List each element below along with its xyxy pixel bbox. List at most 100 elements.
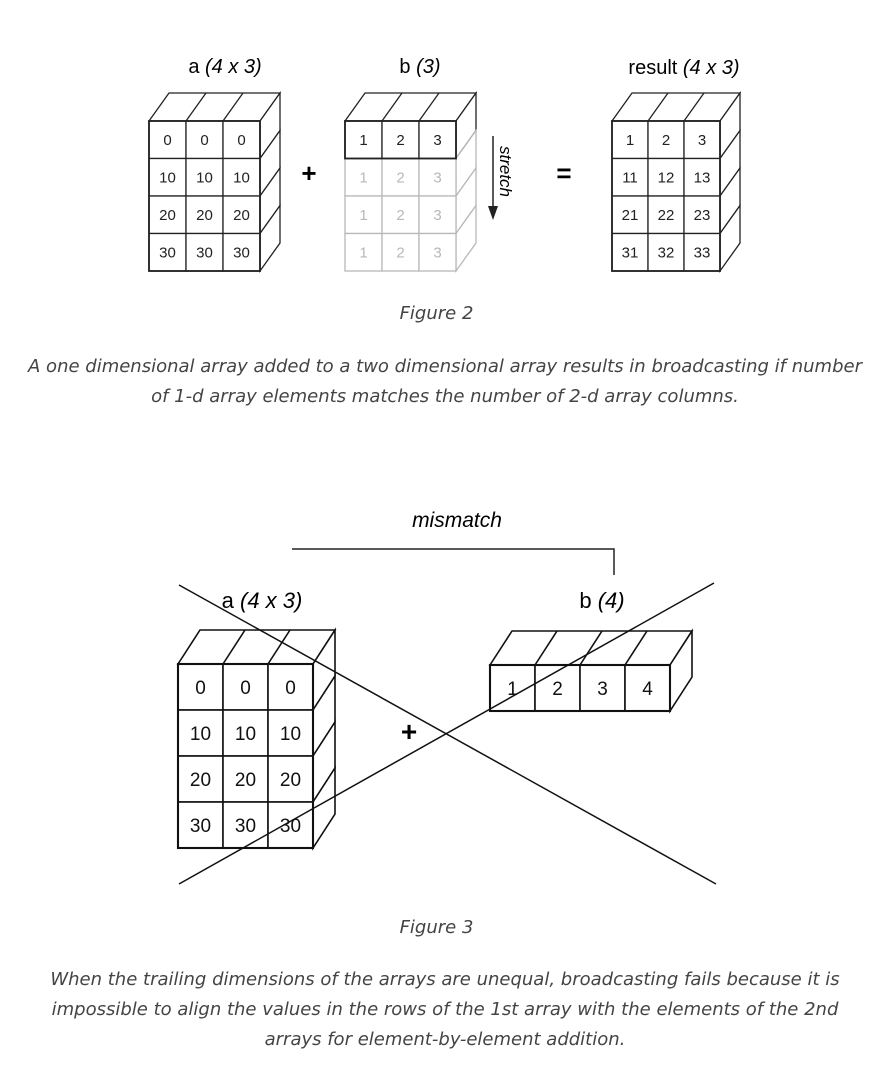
fig2-b-cell <box>418 120 457 160</box>
fig3-a-cell-value: 0 <box>195 678 206 699</box>
fig2-b-title: b (3) <box>399 56 440 78</box>
fig2-a-cell <box>222 157 261 197</box>
fig2-result-shape: (4 x 3) <box>683 57 740 79</box>
fig2-a-cell-value: 10 <box>159 170 176 187</box>
fig2-result-title: result (4 x 3) <box>628 57 739 79</box>
fig2-a-cell-value: 30 <box>196 245 213 262</box>
fig2-b-cell <box>381 232 420 272</box>
mismatch-bracket <box>292 548 615 575</box>
fig2-result-cell <box>683 157 721 197</box>
fig2-plus: + <box>301 158 316 188</box>
fig3-a-cell-value: 10 <box>190 724 211 745</box>
fig3-b-cell-value: 2 <box>552 679 563 700</box>
fig3-b-shape: (4) <box>598 588 625 613</box>
fig2-b-cell-value: 1 <box>359 170 367 187</box>
fig2-result-cell-value: 21 <box>622 207 639 224</box>
fig2-b-cell-value: 3 <box>433 132 441 149</box>
fig2-b-cell-value: 2 <box>396 245 404 262</box>
fig2-b-outline <box>344 120 457 160</box>
fig2-b-cell-value: 1 <box>359 245 367 262</box>
fig2-b-cell-value: 3 <box>433 245 441 262</box>
fig2-a-cell-value: 10 <box>196 170 213 187</box>
figure2-caption: Figure 2 <box>399 303 474 324</box>
fig3-b-cell-value: 1 <box>507 679 518 700</box>
fig3-a-name: a <box>222 588 235 613</box>
fig2-result-cell-value: 11 <box>622 170 638 187</box>
fig2-a-cell-value: 20 <box>159 207 176 224</box>
fig3-a-outline <box>176 662 315 850</box>
stretch-label: stretch <box>496 146 515 197</box>
fig2-a-title: a (4 x 3) <box>188 56 261 78</box>
fig2-b-cell-value: 1 <box>359 207 367 224</box>
fig2-result-top-face <box>610 92 742 122</box>
fig3-a-cell <box>267 801 314 849</box>
fig2-b-cell <box>381 120 420 160</box>
fig2-a-cell-value: 0 <box>237 132 245 149</box>
fig2-result-cell-value: 23 <box>694 207 711 224</box>
fig2-a-cell-value: 0 <box>200 132 208 149</box>
fig2-b-cell <box>381 195 420 235</box>
fig2-result-name: result <box>628 57 677 79</box>
fig2-a-cell <box>148 195 187 235</box>
fig3-a-cell-value: 20 <box>280 770 301 791</box>
fig2-b-cell-value: 3 <box>433 170 441 187</box>
fig3-a-cell-value: 10 <box>235 724 256 745</box>
fig3-a-cell-value: 10 <box>280 724 301 745</box>
figure3-caption: Figure 3 <box>399 917 474 938</box>
fig3-a-cell-value: 20 <box>190 770 211 791</box>
fig3-a-cell-value: 30 <box>235 816 256 837</box>
fig3-b-cell-value: 4 <box>642 679 653 700</box>
mismatch-label: mismatch <box>412 509 502 532</box>
fig2-result-outline <box>611 120 721 272</box>
fig2-result-cell-value: 33 <box>694 245 711 262</box>
fig2-a-outline <box>148 120 261 272</box>
fig3-b-cell-value: 3 <box>597 679 608 700</box>
fig3-a-cell-value: 30 <box>280 816 301 837</box>
fig2-b-top-divider <box>418 92 440 122</box>
fig3-b-top-divider <box>579 630 603 666</box>
fig3-b-name: b <box>579 588 591 613</box>
fig2-a-top-divider <box>185 92 207 122</box>
fig2-b-cell-value: 2 <box>396 170 404 187</box>
fig2-a-cell <box>222 195 261 235</box>
fig2-result-top-divider <box>647 92 669 122</box>
fig3-a-cell <box>177 709 224 757</box>
fig2-a-cell <box>185 157 224 197</box>
fig2-equals: = <box>556 158 571 188</box>
fig2-result-cell-value: 22 <box>658 207 675 224</box>
fig3-plus: + <box>401 716 417 747</box>
fig3-a-top-divider <box>222 629 246 665</box>
fig2-b-cell-value: 2 <box>396 132 404 149</box>
fig3-a-top-divider <box>267 629 291 665</box>
fig2-result-cell <box>611 157 649 197</box>
fig3-b-top-divider <box>534 630 558 666</box>
fig2-result-cell-value: 12 <box>658 170 675 187</box>
fig2-result-cell <box>683 195 721 235</box>
fig2-result-cell-value: 32 <box>658 245 675 262</box>
fig2-b-cell <box>418 157 457 197</box>
fig3-a-cell-value: 30 <box>190 816 211 837</box>
fig2-result-cell-value: 13 <box>694 170 711 187</box>
fig2-result-cell <box>683 120 721 160</box>
fig2-a-shape: (4 x 3) <box>205 56 262 78</box>
cross-line-2 <box>178 582 715 885</box>
fig2-b-top-divider <box>381 92 403 122</box>
fig2-result-top-divider <box>683 92 705 122</box>
figure2-description: A one dimensional array added to a two d… <box>28 356 862 407</box>
fig3-a-cell <box>267 709 314 757</box>
fig2-a-cell-value: 30 <box>159 245 176 262</box>
fig2-a-cell-value: 30 <box>233 245 250 262</box>
fig3-a-shape: (4 x 3) <box>240 588 302 613</box>
fig2-a-cell-value: 10 <box>233 170 250 187</box>
fig3-b-cell <box>579 664 626 712</box>
fig3-a-cell-value: 0 <box>240 678 251 699</box>
fig2-result-cell <box>647 195 685 235</box>
fig3-b-title: b (4) <box>579 588 624 613</box>
fig2-b-cell-value: 3 <box>433 207 441 224</box>
fig2-b-top-face <box>343 92 478 122</box>
fig3-b-cell <box>534 664 581 712</box>
